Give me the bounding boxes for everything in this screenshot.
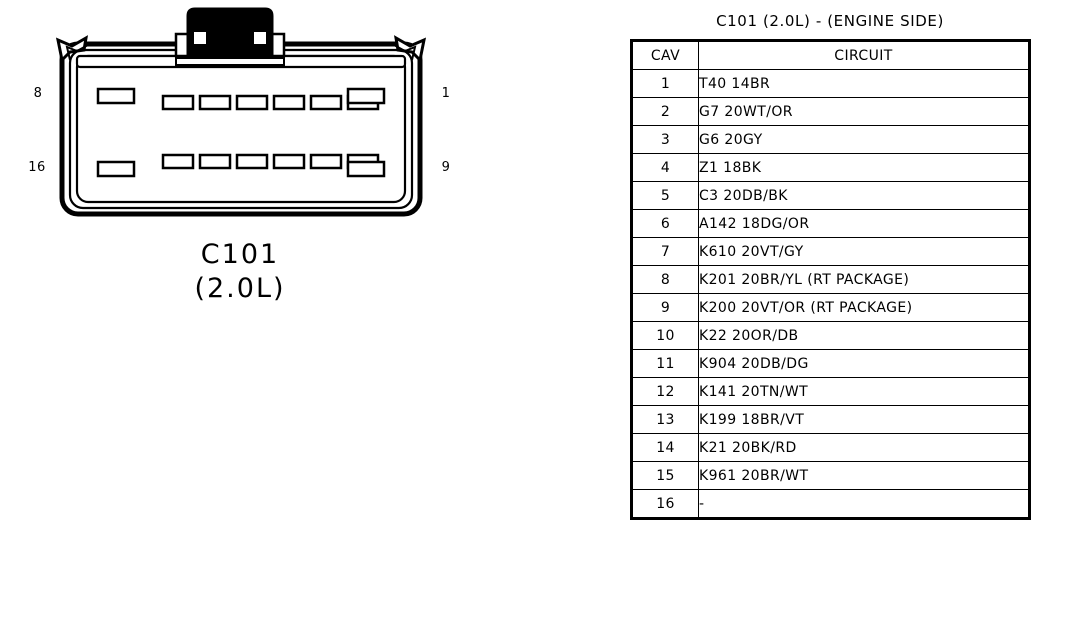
column-header-circuit: CIRCUIT — [698, 40, 1030, 70]
connector-inner-outline-2 — [75, 54, 407, 204]
cav-cell: 1 — [631, 69, 699, 98]
connector-diagram-panel: 8 16 1 9 C101 (2.0L) — [28, 7, 451, 306]
cav-cell: 2 — [631, 97, 699, 126]
cav-cell: 14 — [631, 433, 699, 462]
cavity-9 — [346, 160, 386, 178]
cav-cell: 12 — [631, 377, 699, 406]
cav-cell: 5 — [631, 181, 699, 210]
circuit-cell: K200 20VT/OR (RT PACKAGE) — [698, 293, 1030, 322]
circuit-cell: - — [698, 489, 1030, 519]
pin-number-label-8: 8 — [33, 86, 43, 101]
pin-number-label-1: 1 — [441, 86, 451, 101]
circuit-cell: T40 14BR — [698, 69, 1030, 98]
cav-cell: 9 — [631, 293, 699, 322]
circuit-cell: K904 20DB/DG — [698, 349, 1030, 378]
circuit-cell: A142 18DG/OR — [698, 209, 1030, 238]
circuit-cell: K610 20VT/GY — [698, 237, 1030, 266]
table-header-row: CAV CIRCUIT — [631, 40, 1030, 70]
pin-number-label-16: 16 — [28, 160, 46, 175]
cavity-3 — [309, 94, 343, 111]
circuit-cell: G7 20WT/OR — [698, 97, 1030, 126]
cavity-4 — [272, 94, 306, 111]
cavity-5 — [235, 94, 269, 111]
connector-caption: C101 (2.0L) — [130, 238, 350, 306]
cav-cell: 11 — [631, 349, 699, 378]
latch-inset-right — [254, 32, 266, 44]
circuit-cell: K141 20TN/WT — [698, 377, 1030, 406]
cav-cell: 10 — [631, 321, 699, 350]
latch-inset-left — [194, 32, 206, 44]
connector-drawing — [55, 7, 427, 217]
circuit-cell: C3 20DB/BK — [698, 181, 1030, 210]
cav-cell: 4 — [631, 153, 699, 182]
cav-cell: 16 — [631, 489, 699, 519]
connector-latch-tab — [186, 7, 274, 58]
cav-cell: 13 — [631, 405, 699, 434]
connector-caption-name: C101 — [200, 239, 280, 270]
connector-left-wing-inner — [65, 44, 89, 61]
circuit-cell: K199 18BR/VT — [698, 405, 1030, 434]
cavity-8 — [96, 87, 136, 105]
circuit-cell: K201 20BR/YL (RT PACKAGE) — [698, 265, 1030, 294]
circuit-table-panel: C101 (2.0L) - (ENGINE SIDE) CAV CIRCUIT … — [630, 12, 1031, 520]
circuit-cell: K961 20BR/WT — [698, 461, 1030, 490]
cav-cell: 7 — [631, 237, 699, 266]
latch-slot — [175, 57, 285, 66]
column-header-cav: CAV — [631, 40, 699, 70]
cav-cell: 6 — [631, 209, 699, 238]
circuit-cell: K21 20BK/RD — [698, 433, 1030, 462]
cavity-6 — [198, 94, 232, 111]
table-row: 16- — [631, 489, 1030, 519]
connector-caption-engine: (2.0L) — [194, 273, 286, 304]
cavity-14 — [198, 153, 232, 170]
cavity-13 — [235, 153, 269, 170]
cavity-16 — [96, 160, 136, 178]
cav-cell: 15 — [631, 461, 699, 490]
cavity-12 — [272, 153, 306, 170]
pin-number-label-9: 9 — [441, 160, 451, 175]
connector-right-wing-inner — [393, 44, 417, 61]
circuit-cell: K22 20OR/DB — [698, 321, 1030, 350]
cavity-11 — [309, 153, 343, 170]
cav-cell: 3 — [631, 125, 699, 154]
cavity-1 — [346, 87, 386, 105]
cavity-7 — [161, 94, 195, 111]
table-title: C101 (2.0L) - (ENGINE SIDE) — [716, 12, 944, 30]
circuit-cell: Z1 18BK — [698, 153, 1030, 182]
circuit-cell: G6 20GY — [698, 125, 1030, 154]
cav-cell: 8 — [631, 265, 699, 294]
cavity-15 — [161, 153, 195, 170]
